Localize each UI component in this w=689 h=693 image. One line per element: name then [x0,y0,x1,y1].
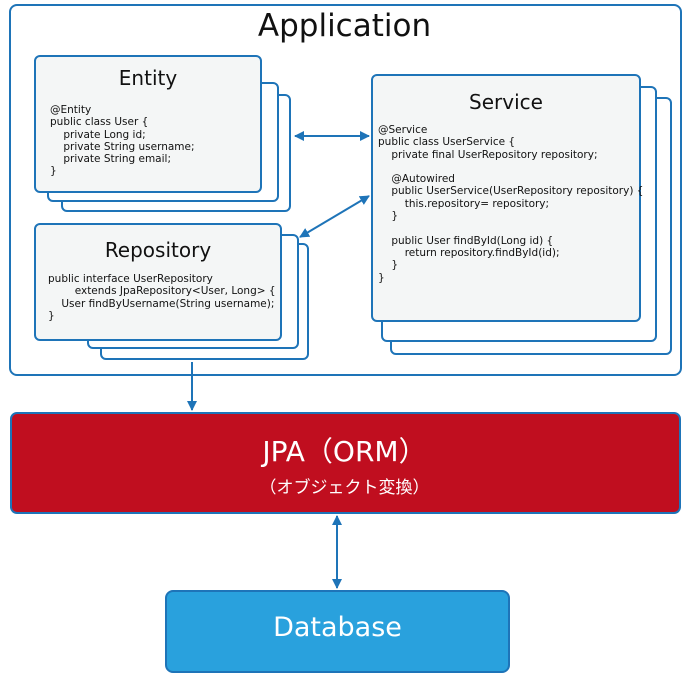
database-box [165,590,510,673]
jpa-subtitle: （オブジェクト変換） [259,478,430,498]
application-title: Application [257,8,432,44]
service-title: Service [469,90,543,114]
entity-title: Entity [118,66,178,90]
service-code: @Service public class UserService { priv… [378,124,644,284]
service-card: Service @Service public class UserServic… [371,74,644,322]
repository-code: public interface UserRepository extends … [48,273,276,322]
repository-service-arrow [299,195,370,238]
database-title: Database [273,612,402,643]
entity-code: @Entity public class User { private Long… [50,104,195,178]
repository-card: Repository public interface UserReposito… [34,223,282,341]
jpa-title: JPA（ORM） [262,435,427,468]
jpa-box [10,412,681,514]
entity-card: Entity @Entity public class User { priva… [34,55,262,193]
repository-title: Repository [104,238,212,262]
